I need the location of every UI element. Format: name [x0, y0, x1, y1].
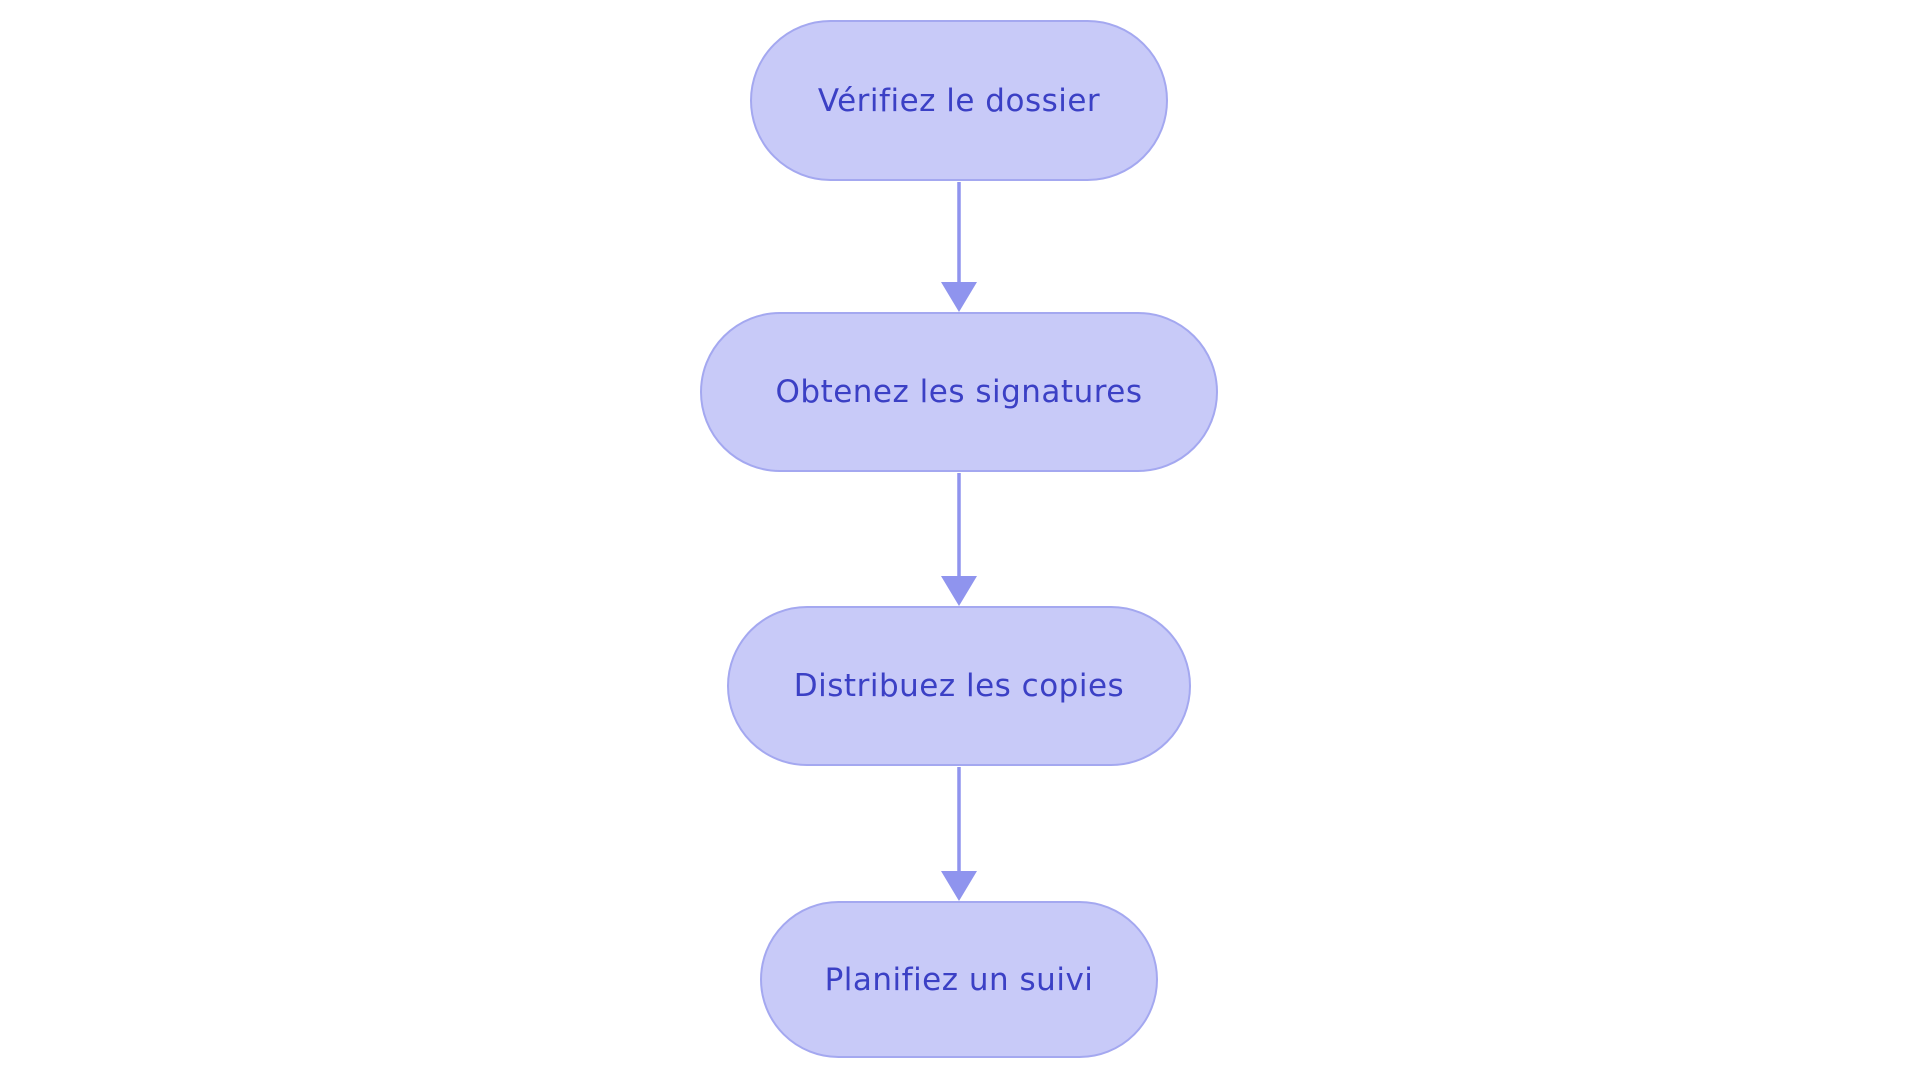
flow-arrow-down-2 — [941, 473, 977, 606]
flowchart-node-distribuez-copies: Distribuez les copies — [727, 606, 1191, 766]
node-label: Distribuez les copies — [793, 668, 1125, 704]
node-label: Obtenez les signatures — [775, 374, 1143, 410]
flow-arrow-down-3 — [941, 767, 977, 901]
node-label: Vérifiez le dossier — [817, 82, 1101, 119]
flowchart-node-verifiez-dossier: Vérifiez le dossier — [750, 20, 1168, 181]
arrow-head-icon — [941, 576, 977, 606]
arrow-head-icon — [941, 282, 977, 312]
flow-arrow-down-1 — [941, 182, 977, 312]
arrow-head-icon — [941, 871, 977, 901]
node-label: Planifiez un suivi — [824, 961, 1094, 998]
flowchart-node-obtenez-signatures: Obtenez les signatures — [700, 312, 1218, 472]
flowchart-node-planifiez-suivi: Planifiez un suivi — [760, 901, 1158, 1058]
